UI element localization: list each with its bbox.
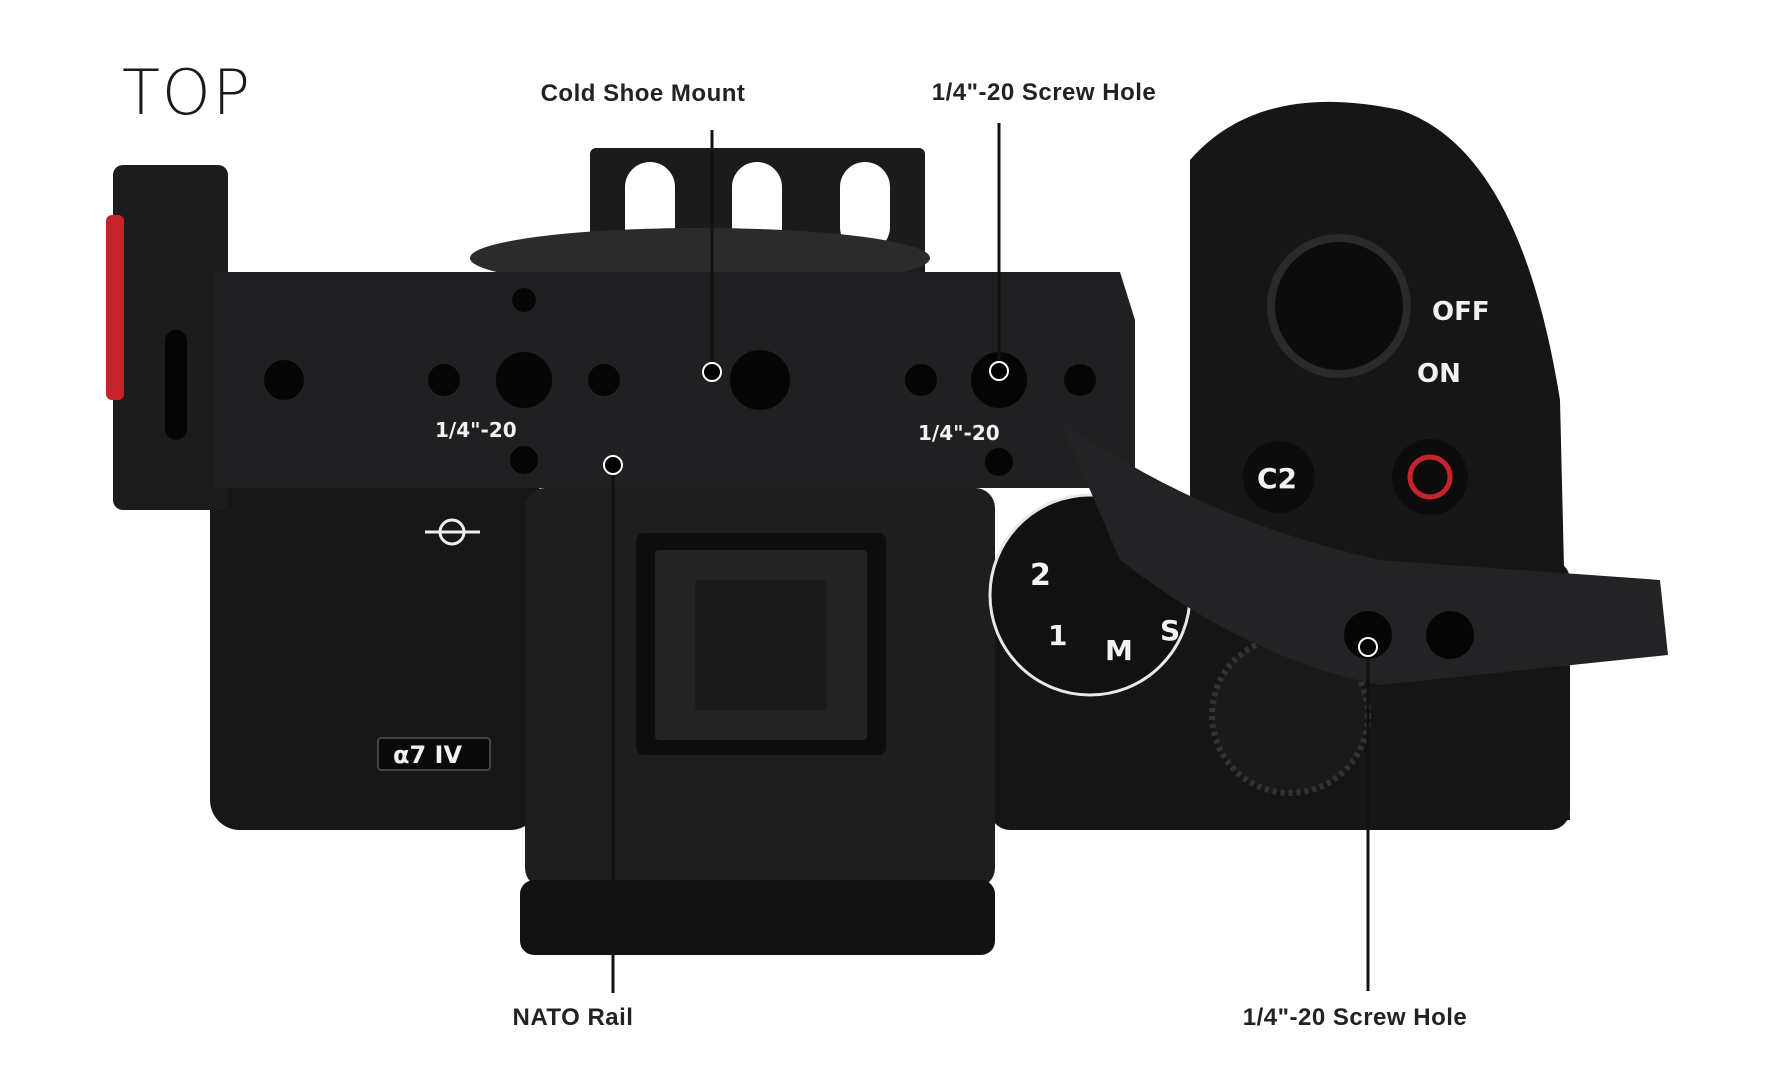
svg-text:1/4"-20: 1/4"-20 [918, 421, 1000, 445]
cage-top-plate [215, 272, 1135, 488]
svg-text:M: M [1105, 634, 1133, 667]
svg-text:1: 1 [1048, 619, 1067, 652]
screw-hole-top-label: 1/4"-20 Screw Hole [931, 79, 1157, 106]
svg-text:2: 2 [1030, 558, 1051, 593]
camera-body-left [210, 465, 540, 830]
view-title: TOP [122, 56, 253, 129]
eyecup [520, 880, 995, 955]
svg-text:S: S [1160, 614, 1180, 647]
cold-shoe-label: Cold Shoe Mount [540, 80, 746, 107]
screw-hole-bottom-label: 1/4"-20 Screw Hole [1242, 1004, 1468, 1031]
svg-text:C2: C2 [1257, 462, 1297, 495]
cage-handle-arm [1060, 420, 1668, 685]
record-button [1392, 439, 1468, 515]
svg-text:α7 IV: α7 IV [393, 741, 462, 769]
svg-text:ON: ON [1417, 359, 1461, 389]
shutter-button [1267, 234, 1411, 378]
red-lock-knob [106, 215, 124, 400]
svg-text:OFF: OFF [1432, 297, 1490, 327]
c2-button [1243, 441, 1315, 513]
nato-rail-label: NATO Rail [512, 1004, 634, 1031]
svg-text:1/4"-20: 1/4"-20 [435, 418, 517, 442]
